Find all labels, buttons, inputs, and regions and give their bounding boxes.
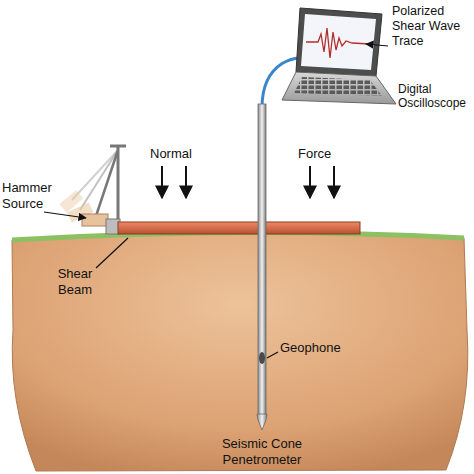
laptop [282,8,396,104]
beam-label: Shear Beam [50,266,100,297]
source-label: Hammer Source [2,180,58,211]
geophone-label: Geophone [280,340,341,356]
hammer-source [59,146,126,234]
force-label: Normal [150,146,192,162]
force-label: Force [298,146,331,162]
leader-lines [44,44,388,358]
trace-label: Polarized Shear Wave Trace [392,4,470,49]
shear-beam [118,222,360,234]
penetrometer-label: Seismic Cone Penetrometer [197,436,327,467]
oscilloscope-label: Digital Oscilloscope [398,82,472,111]
soil [12,232,468,471]
cone-penetrometer [257,104,267,430]
geophone [259,352,265,364]
force-arrows [162,166,334,198]
